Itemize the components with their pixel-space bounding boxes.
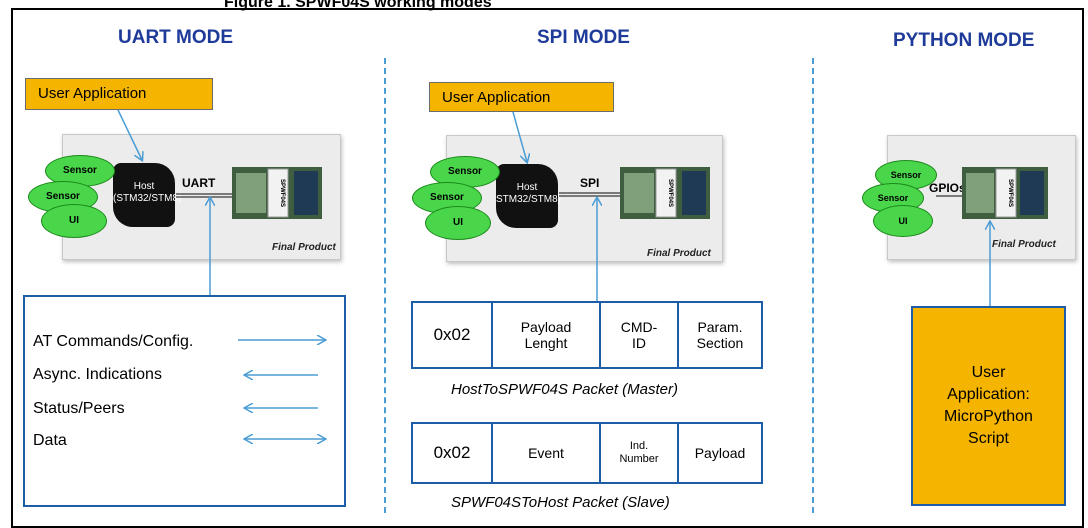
spi-host-label: Host xyxy=(516,182,538,193)
uart-host-label: Host xyxy=(133,181,155,192)
master-cell-payload-length: Payload Lenght xyxy=(493,303,601,367)
figure-title: Figure 1. SPWF04S working modes xyxy=(224,0,492,11)
uart-app-arrow xyxy=(117,109,142,160)
cmd-at-commands: AT Commands/Config. xyxy=(33,333,194,350)
spi-spwf04s-module: SPWF04S xyxy=(620,167,710,219)
spi-ui-ellipse: UI xyxy=(425,206,491,240)
uart-spwf04s-module: SPWF04S xyxy=(232,167,322,219)
master-packet-caption: HostToSPWF04S Packet (Master) xyxy=(451,381,679,398)
spi-user-application: User Application xyxy=(429,82,614,112)
spi-host-chip: Host STM32/STM8) xyxy=(496,164,562,228)
uart-ui-ellipse: UI xyxy=(41,204,107,238)
uart-module-label: SPWF04S xyxy=(279,179,285,207)
uart-mode-title: UART MODE xyxy=(118,27,234,48)
spi-module-label: SPWF04S xyxy=(667,179,673,207)
cmd-status-peers: Status/Peers xyxy=(33,400,125,417)
master-cell-cmd-id: CMD- ID xyxy=(601,303,679,367)
cmd-async-indications: Async. Indications xyxy=(33,366,162,383)
slave-cell-payload: Payload xyxy=(694,445,746,461)
spi-final-product: Final Product xyxy=(647,248,711,259)
slave-packet-caption: SPWF04SToHost Packet (Slave) xyxy=(451,494,670,511)
python-mode-title: PYTHON MODE xyxy=(893,30,1035,51)
uart-bus-label: UART xyxy=(182,176,216,190)
python-module-label: SPWF04S xyxy=(1007,179,1013,207)
uart-host-sublabel: (STM32/STM8) xyxy=(113,193,182,204)
python-bus-label: GPIOs xyxy=(929,181,966,195)
uart-final-product: Final Product xyxy=(272,242,336,253)
spi-host-sublabel: STM32/STM8) xyxy=(496,194,562,205)
uart-command-panel: AT Commands/Config. Async. Indications S… xyxy=(23,295,346,507)
master-cell-param-section: Param. Section xyxy=(696,319,744,351)
slave-cell-start: 0x02 xyxy=(413,424,493,482)
spi-bus-label: SPI xyxy=(580,176,600,190)
python-final-product: Final Product xyxy=(992,239,1056,250)
spi-mode-title: SPI MODE xyxy=(537,27,630,48)
python-user-application-box: User Application: MicroPython Script xyxy=(911,306,1066,506)
spi-slave-packet: 0x02 Event Ind. Number Payload xyxy=(411,422,763,484)
cmd-data: Data xyxy=(33,432,67,449)
uart-user-application: User Application xyxy=(25,78,213,110)
spi-master-packet: 0x02 Payload Lenght CMD- ID Param. Secti… xyxy=(411,301,763,369)
spi-app-arrow xyxy=(512,111,527,162)
master-cell-start: 0x02 xyxy=(413,303,493,367)
uart-host-chip: Host (STM32/STM8) xyxy=(113,163,181,227)
connector-overlay xyxy=(117,109,1088,516)
python-ui-ellipse: UI xyxy=(873,205,933,237)
divider-left xyxy=(384,58,386,513)
slave-cell-ind-number: Ind. Number xyxy=(601,424,679,482)
slave-cell-event: Event xyxy=(493,424,601,482)
python-spwf04s-module: SPWF04S xyxy=(962,167,1048,219)
divider-right xyxy=(812,58,814,513)
uart-sensor-1: Sensor xyxy=(45,155,115,187)
